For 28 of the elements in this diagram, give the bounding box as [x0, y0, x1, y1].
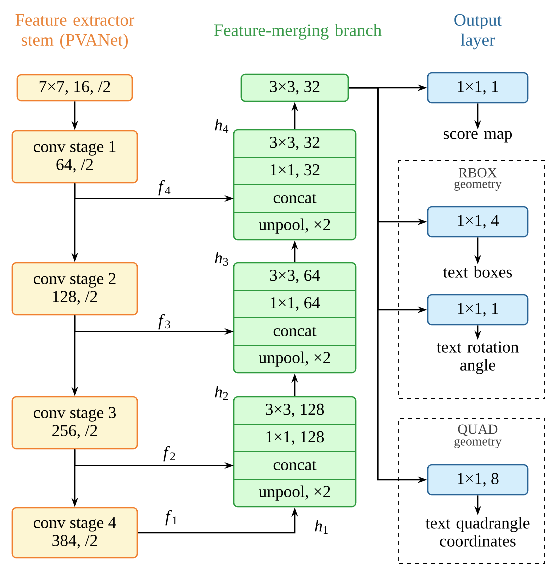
output-box: 1×1, 1 [427, 72, 529, 104]
column-heading: Feature extractor stem (PVANet) [16, 14, 135, 50]
layer-box: conv stage 3 256, /2 [12, 396, 138, 450]
output-label: score map [444, 131, 512, 143]
edge-label: f$_{3}$ [157, 313, 173, 331]
output-label: text rotation angle [436, 342, 519, 374]
layer-box: 7×7, 16, /2 [16, 74, 134, 102]
layer-box: conv stage 2 128, /2 [12, 262, 138, 316]
output-label: text quadrangle coordinates [426, 517, 530, 547]
output-box: 1×1, 4 [427, 206, 529, 238]
layer-stack: 3×3, 64 1×1, 64 concat unpool, ×2 [233, 262, 357, 374]
feature-label: h$_{1}$ [315, 520, 328, 534]
layer-box: conv stage 4 384, /2 [12, 507, 138, 559]
column-heading: Output layer [454, 14, 502, 50]
feature-label: h$_{2}$ [215, 386, 228, 400]
output-box: 1×1, 1 [427, 294, 529, 326]
output-label: text boxes [443, 266, 512, 278]
layer-stack: 3×3, 32 1×1, 32 concat unpool, ×2 [233, 129, 357, 241]
layer-box: 3×3, 32 [240, 74, 350, 102]
output-box: 1×1, 8 [427, 464, 529, 496]
edge-label: f$_{4}$ [157, 179, 173, 197]
feature-label: h$_{3}$ [215, 252, 228, 266]
layer-stack: 3×3, 128 1×1, 128 concat unpool, ×2 [233, 396, 357, 508]
feature-label: h$_{4}$ [215, 119, 229, 133]
edge-label: f$_{1}$ [164, 509, 180, 527]
column-heading: Feature-merging branch [214, 24, 382, 40]
layer-box: conv stage 1 64, /2 [12, 130, 138, 184]
edge-label: f$_{2}$ [162, 445, 178, 463]
